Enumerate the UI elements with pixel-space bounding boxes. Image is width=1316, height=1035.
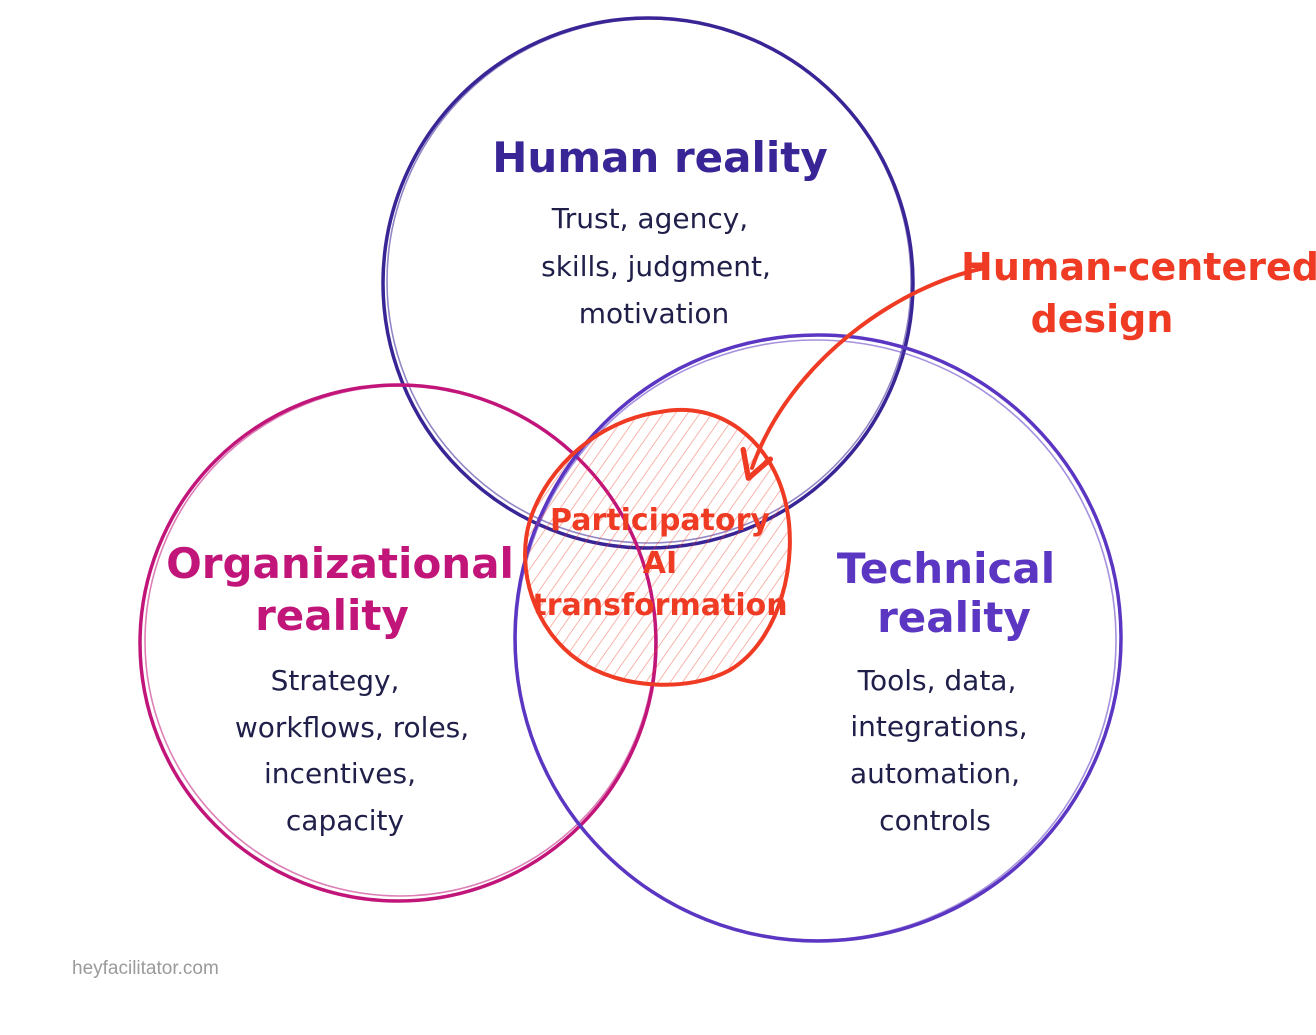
technical-reality-line-3: automation, [850, 757, 1020, 790]
organizational-reality-title-line-2: reality [255, 591, 409, 640]
organizational-reality-line-3: incentives, [264, 757, 416, 790]
annotation-line-2: design [1031, 297, 1174, 341]
technical-reality-line-4: controls [879, 804, 991, 837]
arrow-icon [740, 266, 987, 481]
human-reality-line-3: motivation [579, 297, 730, 330]
annotation-line-1: Human-centered [961, 245, 1316, 289]
technical-reality-title-line-1: Technical [837, 544, 1055, 593]
human-reality-line-1: Trust, agency, [551, 202, 748, 235]
organizational-reality-line-1: Strategy, [271, 664, 400, 697]
human-reality-title: Human reality [492, 133, 827, 182]
center-label-line-3: transformation [532, 588, 787, 623]
organizational-reality-title-line-1: Organizational [166, 539, 514, 588]
technical-reality-line-1: Tools, data, [857, 664, 1017, 697]
organizational-reality-line-2: workflows, roles, [235, 711, 469, 744]
watermark: heyfacilitator.com [72, 958, 219, 979]
center-label-line-2: AI [643, 546, 677, 581]
organizational-reality-line-4: capacity [286, 804, 404, 837]
center-label-line-1: Participatory [550, 503, 770, 538]
human-reality-line-2: skills, judgment, [541, 250, 771, 283]
technical-reality-line-2: integrations, [850, 710, 1027, 743]
technical-reality-title-line-2: reality [877, 593, 1031, 642]
center-intersection [523, 407, 792, 687]
technical-reality-circle [513, 333, 1123, 943]
center-intersection-outline [523, 407, 792, 687]
